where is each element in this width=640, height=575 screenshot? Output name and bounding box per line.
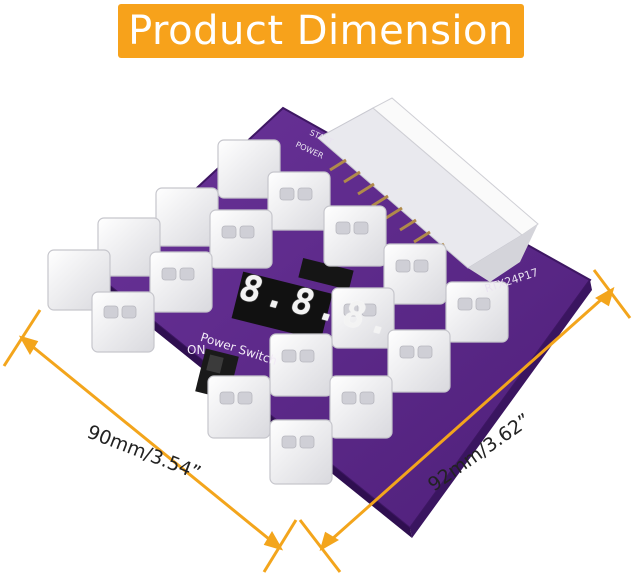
connector [445,281,509,343]
power-switch-knob [206,354,224,374]
on-label: ON [187,343,206,357]
connector [323,205,387,267]
connector [267,171,331,231]
connector [91,291,155,353]
connector [155,187,219,247]
connector [331,287,395,349]
connector [97,217,161,277]
title-banner: Product Dimension [118,4,524,58]
connector [149,251,213,313]
connector [383,243,447,305]
connector-pin-holes [103,187,491,449]
pcie-connectors [47,139,509,485]
connector [269,419,333,485]
pcb-edge [410,280,592,538]
connector [209,209,273,269]
connector [387,329,451,393]
dimension-line-width [2,309,298,573]
seven-segment-display [231,271,333,341]
connector [329,375,393,439]
connector [217,139,281,199]
dimension-line-depth [298,269,632,573]
connector [269,333,333,397]
connector [207,375,271,439]
display-driver-chip [298,258,354,290]
banner-title: Product Dimension [128,8,514,54]
